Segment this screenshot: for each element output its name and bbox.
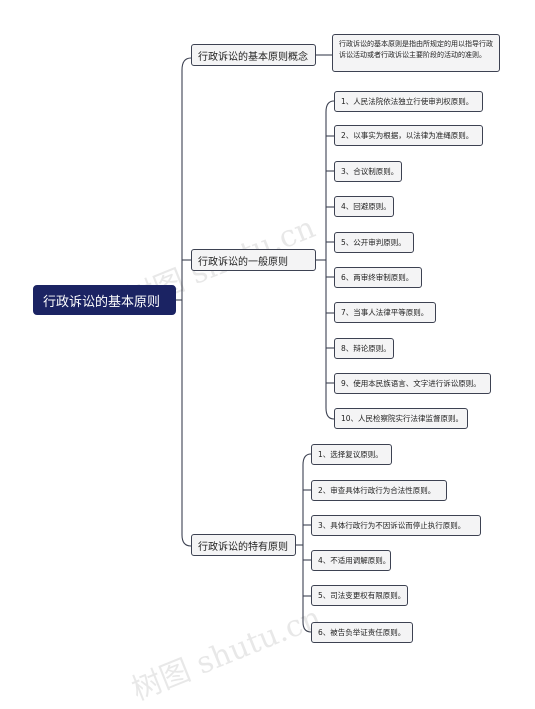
root-node[interactable]: 行政诉讼的基本原则 <box>33 285 176 315</box>
category-general-node[interactable]: 行政诉讼的一般原则 <box>191 249 316 271</box>
general-principle-item[interactable]: 10、人民检察院实行法律监督原则。 <box>334 408 468 429</box>
general-principle-item[interactable]: 4、回避原则。 <box>334 196 394 217</box>
category-concept-node[interactable]: 行政诉讼的基本原则概念 <box>191 44 316 66</box>
connector-lines <box>176 54 335 633</box>
general-principle-item[interactable]: 9、使用本民族语言、文字进行诉讼原则。 <box>334 373 491 394</box>
general-principle-item[interactable]: 8、辩论原则。 <box>334 338 394 359</box>
special-principle-item[interactable]: 5、司法变更权有限原则。 <box>311 585 408 606</box>
concept-description-node[interactable]: 行政诉讼的基本原则是指由所规定的用以指导行政诉讼活动或者行政诉讼主要阶段的活动的… <box>332 34 500 72</box>
special-principle-item[interactable]: 1、选择复议原则。 <box>311 444 392 465</box>
special-principle-item[interactable]: 2、审查具体行政行为合法性原则。 <box>311 480 447 501</box>
general-principle-item[interactable]: 1、人民法院依法独立行使审判权原则。 <box>334 91 483 112</box>
general-principle-item[interactable]: 6、两审终审制原则。 <box>334 267 422 288</box>
category-special-node[interactable]: 行政诉讼的特有原则 <box>191 534 296 556</box>
special-principle-item[interactable]: 6、被告负举证责任原则。 <box>311 622 413 643</box>
special-principle-item[interactable]: 4、不适用调解原则。 <box>311 550 391 571</box>
special-principle-item[interactable]: 3、具体行政行为不因诉讼而停止执行原则。 <box>311 515 481 536</box>
general-principle-item[interactable]: 5、公开审判原则。 <box>334 232 414 253</box>
general-principle-item[interactable]: 3、合议制原则。 <box>334 161 402 182</box>
general-principle-item[interactable]: 7、当事人法律平等原则。 <box>334 302 436 323</box>
general-principle-item[interactable]: 2、以事实为根据，以法律为准绳原则。 <box>334 125 483 146</box>
